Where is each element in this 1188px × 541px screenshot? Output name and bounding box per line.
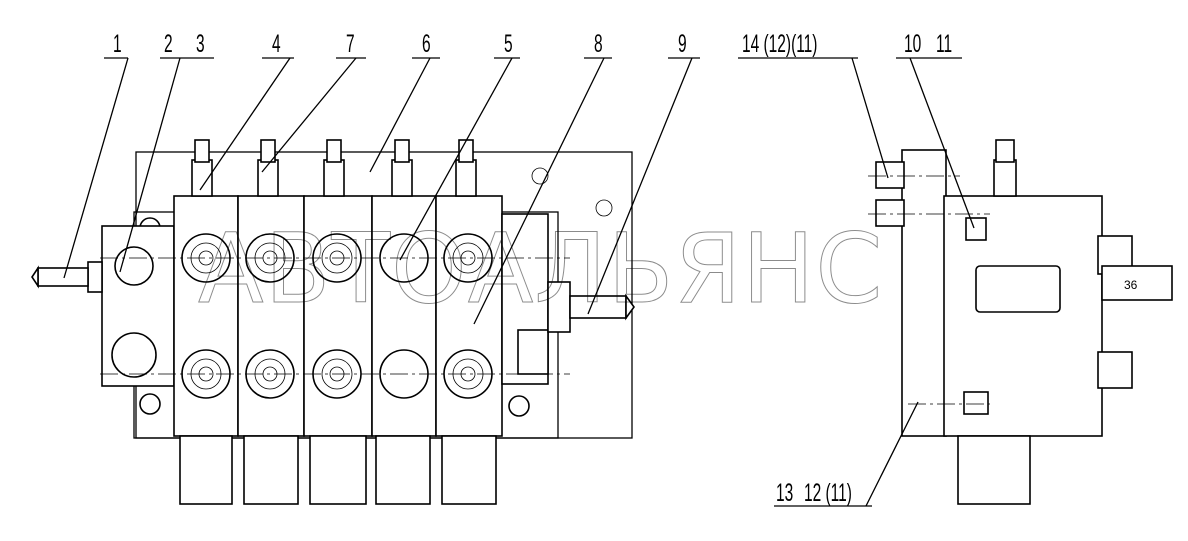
callouts: 1 2 3 4 7 6 5 8 9 14 (12)(11) 10 11 13 1…	[113, 30, 952, 507]
side-plate	[901, 149, 947, 437]
solenoid-caps	[179, 435, 497, 505]
watermark: АВТОАЛЬЯНС	[198, 213, 883, 325]
side-lever	[993, 159, 1017, 197]
callout-4: 4	[272, 30, 281, 58]
callout-1: 1	[113, 30, 122, 58]
plug-label: 36	[1124, 278, 1138, 292]
side-plug	[1101, 265, 1173, 301]
side-solenoid-cap	[957, 435, 1031, 505]
inlet-port-bottom	[111, 332, 157, 378]
front-view	[31, 139, 635, 505]
spool-levers	[191, 139, 477, 197]
callout-6: 6	[422, 30, 431, 58]
inlet-nut	[87, 261, 103, 293]
callout-5: 5	[504, 30, 513, 58]
callout-13: 13	[776, 479, 793, 507]
inlet-port-top	[114, 246, 154, 286]
callout-11: 11	[936, 30, 952, 58]
side-view: 36	[868, 139, 1173, 505]
callout-3: 3	[196, 30, 205, 58]
callout-7: 7	[346, 30, 355, 58]
callout-12: 12 (11)	[804, 479, 852, 507]
inlet-fitting	[37, 267, 89, 287]
callout-10: 10	[904, 30, 921, 58]
mount-bolt-bl	[139, 393, 161, 415]
callout-9: 9	[678, 30, 687, 58]
side-solenoid	[975, 265, 1061, 313]
leader-lines	[63, 57, 975, 507]
callout-14: 14 (12)(11)	[742, 30, 817, 58]
mount-bolt-br	[508, 395, 530, 417]
callout-2: 2	[164, 30, 173, 58]
callout-8: 8	[594, 30, 603, 58]
